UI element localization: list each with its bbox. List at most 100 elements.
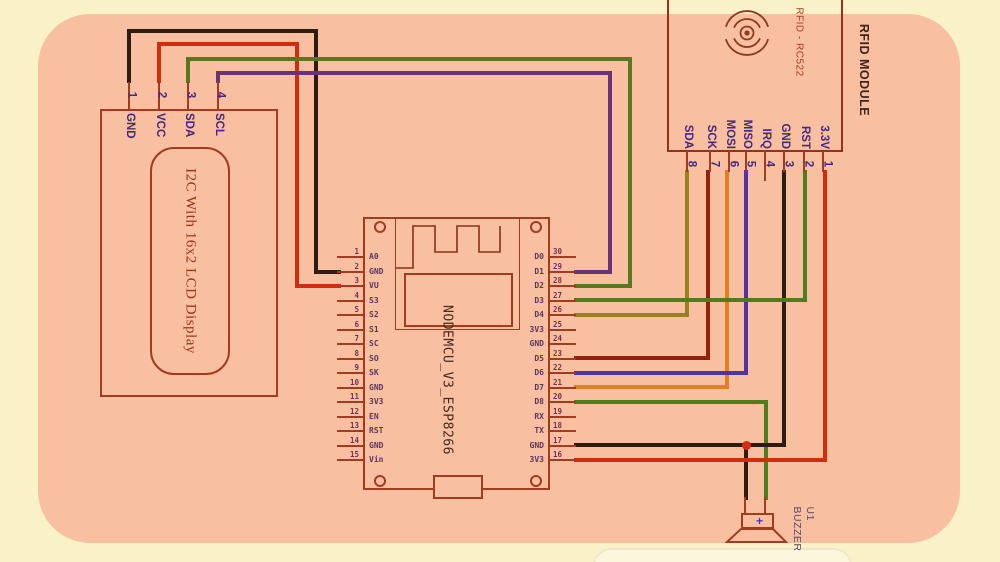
nodemcu-left-pin-label-GND: GND — [369, 383, 384, 392]
wire-rfid-miso-to-nodemcu-d6 — [574, 371, 748, 375]
nodemcu-left-pin-number-5: 5 — [354, 305, 359, 314]
nodemcu-right-pin-stub — [549, 430, 576, 432]
rfid-pin-number-7: 7 — [708, 160, 721, 168]
mounting-hole-icon — [374, 221, 386, 233]
nodemcu-left-pin-number-1: 1 — [354, 247, 359, 256]
nodemcu-left-pin-label-RST: RST — [369, 426, 384, 435]
nodemcu-right-pin-stub — [549, 372, 576, 374]
wire-rfid-rst-to-nodemcu-d3 — [574, 298, 807, 302]
lcd-pin-label-VCC: VCC — [154, 113, 166, 138]
nodemcu-right-pin-label-TX: TX — [534, 426, 544, 435]
wire-lcd-vcc-to-nodemcu-vu — [157, 42, 161, 83]
rfid-pin-number-8: 8 — [685, 160, 698, 168]
nodemcu-left-pin-number-12: 12 — [349, 407, 359, 416]
nodemcu-right-pin-number-22: 22 — [553, 363, 563, 372]
nodemcu-left-pin-stub — [337, 314, 364, 316]
rfid-pin-stub — [783, 151, 785, 172]
nodemcu-left-pin-label-EN: EN — [369, 412, 379, 421]
rfid-pin-stub — [686, 151, 688, 172]
rfid-pin-stub — [728, 151, 730, 172]
nodemcu-left-pin-label-A0: A0 — [369, 252, 379, 261]
nodemcu-right-pin-stub — [549, 285, 576, 287]
nodemcu-left-pin-number-10: 10 — [349, 378, 359, 387]
nodemcu-chip-outline — [404, 273, 513, 327]
nodemcu-left-pin-number-2: 2 — [354, 262, 359, 271]
nodemcu-left-pin-number-15: 15 — [349, 450, 359, 459]
wire-lcd-scl-to-nodemcu-d1 — [216, 71, 220, 83]
nodemcu-left-pin-number-6: 6 — [354, 320, 359, 329]
nodemcu-left-pin-number-13: 13 — [349, 421, 359, 430]
buzzer-label: U1 BUZZER — [790, 507, 816, 552]
nodemcu-left-pin-number-11: 11 — [349, 392, 359, 401]
wire-lcd-sda-to-nodemcu-d2 — [186, 57, 190, 83]
nodemcu-left-pin-label-GND: GND — [369, 441, 384, 450]
nodemcu-right-pin-label-D1: D1 — [534, 267, 544, 276]
nodemcu-left-pin-label-S3: S3 — [369, 296, 379, 305]
nodemcu-left-pin-number-14: 14 — [349, 436, 359, 445]
wire-lcd-scl-to-nodemcu-d1 — [216, 71, 612, 75]
rfid-pin-number-2: 2 — [802, 160, 815, 168]
mounting-hole-icon — [374, 475, 386, 487]
rfid-part-label: RFID - RC522 — [793, 7, 805, 77]
lcd-pin-number-3: 3 — [184, 91, 197, 99]
nodemcu-left-pin-label-SK: SK — [369, 368, 379, 377]
nodemcu-right-pin-label-D7: D7 — [534, 383, 544, 392]
rfid-pin-stub — [822, 151, 824, 172]
nodemcu-left-pin-label-SC: SC — [369, 339, 379, 348]
nodemcu-right-pin-stub — [549, 387, 576, 389]
wire-nodemcu-d8-to-buzzer-plus — [574, 400, 768, 404]
nodemcu-right-pin-number-25: 25 — [553, 320, 563, 329]
nodemcu-left-pin-stub — [337, 300, 364, 302]
rfid-pin-label-SDA: SDA — [682, 124, 694, 149]
nodemcu-right-pin-stub — [549, 401, 576, 403]
nodemcu-left-pin-stub — [337, 416, 364, 418]
wire-lcd-sda-to-nodemcu-d2 — [186, 57, 632, 61]
nodemcu-left-pin-stub — [337, 256, 364, 258]
nodemcu-right-pin-label-D3: D3 — [534, 296, 544, 305]
wire-lcd-vcc-to-nodemcu-vu — [157, 42, 299, 46]
rfid-pin-stub — [803, 151, 805, 172]
wire-lcd-vcc-to-nodemcu-vu — [295, 42, 299, 288]
rfid-pin-stub — [709, 151, 711, 172]
lcd-pin-stub — [128, 82, 130, 109]
mounting-hole-icon — [530, 221, 542, 233]
nodemcu-left-pin-label-S2: S2 — [369, 310, 379, 319]
nodemcu-right-pin-number-29: 29 — [553, 262, 563, 271]
rfid-module-outline — [667, 0, 843, 152]
rfid-pin-label-GND: GND — [779, 123, 791, 149]
lcd-pin-stub — [187, 82, 189, 109]
rfid-pin-number-3: 3 — [782, 160, 795, 168]
usb-connector — [433, 475, 483, 499]
nodemcu-right-pin-number-26: 26 — [553, 305, 563, 314]
nodemcu-right-pin-stub — [549, 358, 576, 360]
wire-lcd-sda-to-nodemcu-d2 — [574, 284, 632, 288]
wire-lcd-vcc-to-nodemcu-vu — [295, 284, 341, 288]
nodemcu-left-pin-label-VU: VU — [369, 281, 379, 290]
nodemcu-right-pin-label-D5: D5 — [534, 354, 544, 363]
nodemcu-right-pin-label-D0: D0 — [534, 252, 544, 261]
wire-lcd-gnd-to-nodemcu-gnd — [127, 29, 318, 33]
wire-rfid-sda-to-nodemcu-d4 — [574, 313, 689, 317]
nodemcu-antenna-block — [395, 217, 520, 330]
nodemcu-left-pin-number-9: 9 — [354, 363, 359, 372]
nodemcu-left-pin-stub — [337, 430, 364, 432]
nodemcu-right-pin-number-21: 21 — [553, 378, 563, 387]
nodemcu-right-pin-stub — [549, 300, 576, 302]
lcd-display-outline — [150, 147, 230, 375]
nodemcu-right-pin-stub — [549, 445, 576, 447]
lcd-pin-number-2: 2 — [155, 91, 168, 99]
lcd-pin-label-SCL: SCL — [213, 113, 225, 136]
nodemcu-right-pin-number-16: 16 — [553, 450, 563, 459]
nodemcu-right-pin-label-D8: D8 — [534, 397, 544, 406]
rfid-pin-number-5: 5 — [744, 160, 757, 168]
buzzer-designator: U1 — [804, 506, 816, 521]
nodemcu-right-pin-label-3V3: 3V3 — [529, 455, 544, 464]
lcd-pin-label-SDA: SDA — [183, 113, 195, 138]
wire-lcd-gnd-to-nodemcu-gnd — [314, 270, 341, 274]
wire-rfid-gnd-drop — [782, 170, 786, 447]
nodemcu-right-pin-label-GND: GND — [529, 441, 544, 450]
rfid-pin-label-MOSI: MOSI — [724, 119, 736, 149]
wire-rfid-sck-to-nodemcu-d5 — [706, 170, 710, 360]
nodemcu-right-pin-number-19: 19 — [553, 407, 563, 416]
nodemcu-left-pin-stub — [337, 401, 364, 403]
